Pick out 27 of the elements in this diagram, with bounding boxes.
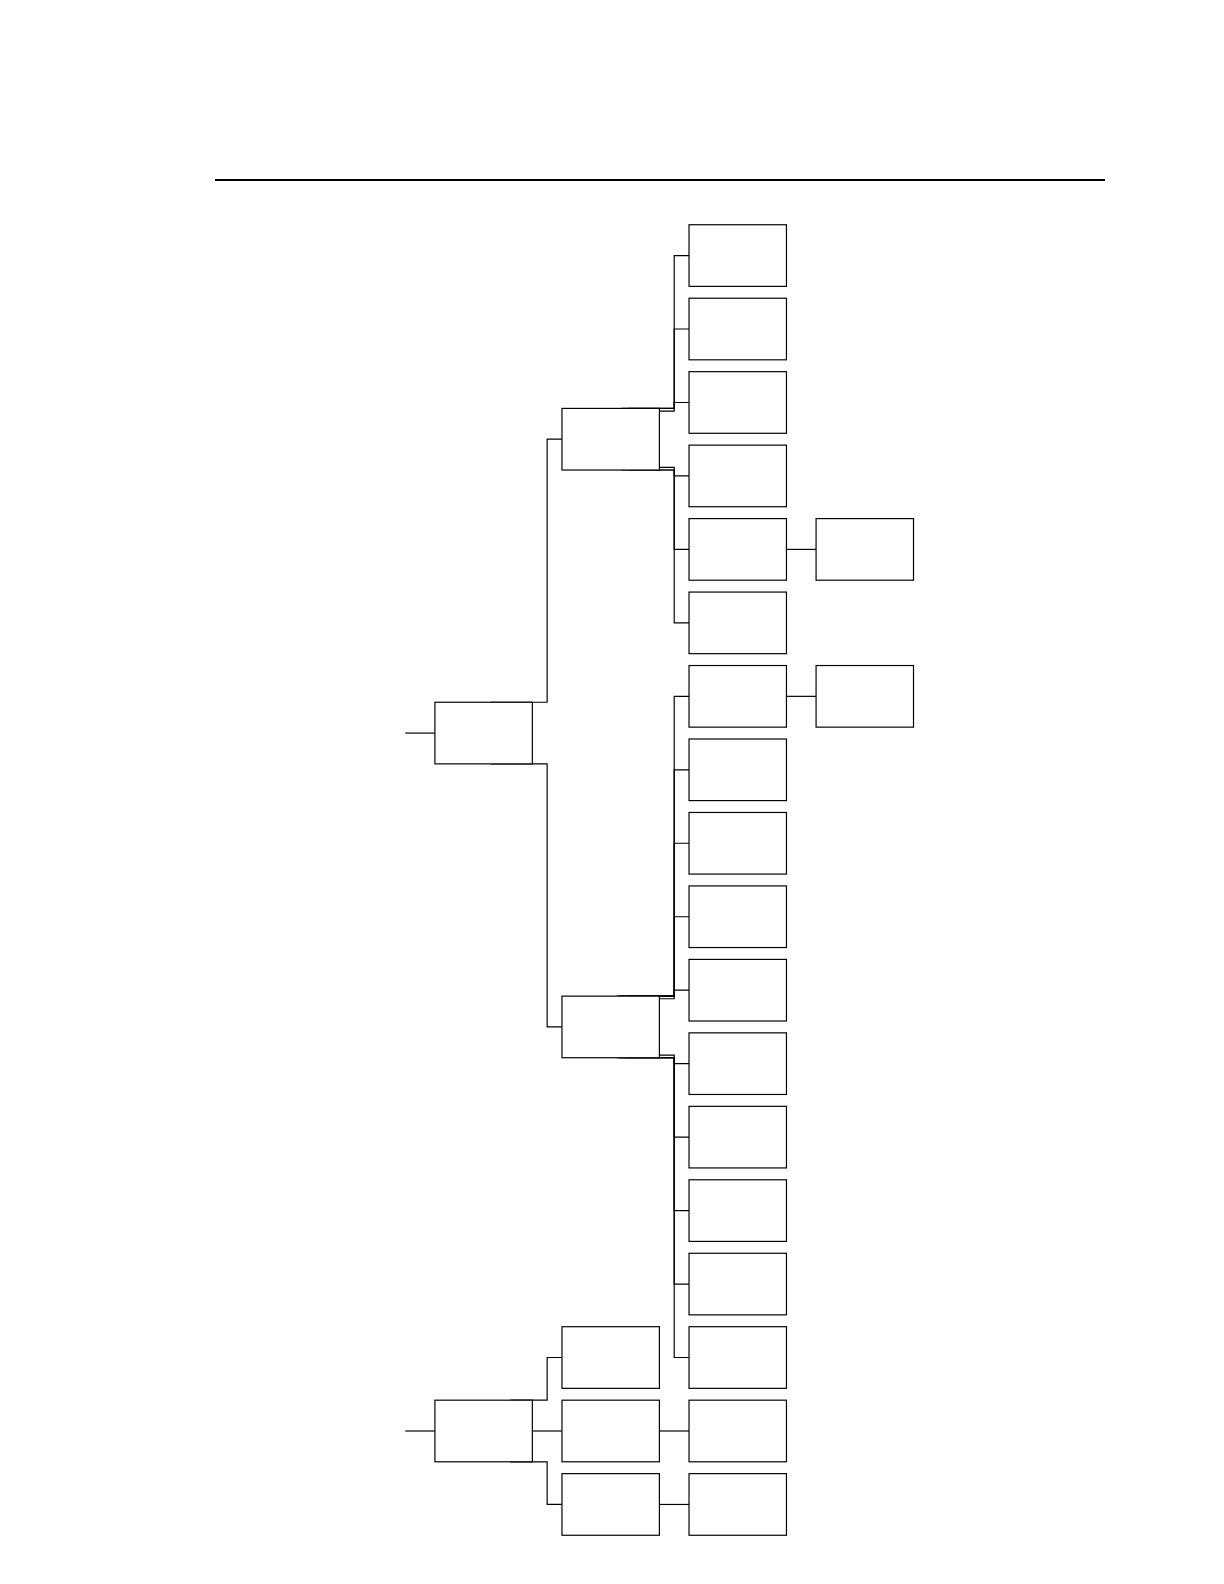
node-box: [688, 1179, 788, 1242]
node-box: [688, 591, 788, 655]
node-box: [561, 995, 660, 1059]
node-box: [688, 811, 788, 875]
node-box: [815, 664, 915, 728]
node-box: [815, 518, 915, 581]
node-box: [561, 1399, 660, 1463]
node-box: [688, 885, 788, 949]
node-box: [688, 1473, 788, 1536]
node-box: [688, 224, 788, 287]
node-box: [688, 1032, 788, 1096]
node-box: [561, 407, 660, 471]
node-box: [688, 1105, 788, 1169]
node-box: [688, 664, 788, 728]
node-box: [434, 701, 533, 765]
node-box: [434, 1399, 533, 1463]
node-box: [688, 1399, 788, 1463]
node-box: [688, 297, 788, 361]
node-box: [688, 371, 788, 434]
node-box: [561, 1326, 660, 1389]
node-box: [688, 1252, 788, 1316]
node-box: [561, 1473, 660, 1536]
node-box: [688, 738, 788, 802]
node-box: [688, 444, 788, 508]
node-box: [688, 518, 788, 581]
node-box: [688, 1326, 788, 1389]
node-box: [688, 958, 788, 1022]
